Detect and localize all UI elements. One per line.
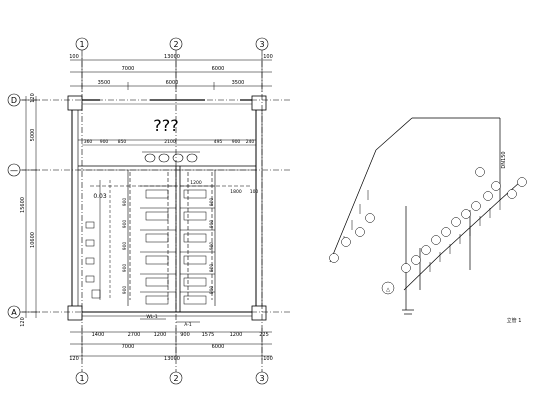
dim-int-2: 900 bbox=[100, 139, 109, 145]
building-walls bbox=[67, 95, 267, 321]
fixture-row-top bbox=[142, 151, 200, 163]
stalls-left bbox=[140, 185, 176, 305]
dim-int-5: 495 bbox=[214, 139, 223, 145]
stall-dim-3: 900 bbox=[122, 242, 128, 251]
stall-dim-1: 900 bbox=[122, 198, 128, 207]
stall-dim-8: 900 bbox=[209, 242, 215, 251]
dim-left-15600: 15600 bbox=[20, 197, 26, 213]
dim-bot-3: 1200 bbox=[154, 332, 167, 338]
axis-2-bottom: 2 bbox=[173, 374, 178, 383]
callout-a1: A-1 bbox=[184, 322, 192, 328]
dim-top-sub-3: 3500 bbox=[232, 80, 245, 86]
dim-bot-total: 13000 bbox=[164, 356, 180, 362]
dim-left-10600: 10600 bbox=[30, 232, 36, 248]
riser-legend: 立管 1 bbox=[507, 317, 522, 324]
axis-3-bottom: 3 bbox=[259, 374, 264, 383]
grid-bubble-labels: 1 2 3 1 2 3 D — A bbox=[10, 40, 265, 383]
axis-1-top: 1 bbox=[79, 40, 84, 49]
dim-bot-span-2: 6000 bbox=[212, 344, 225, 350]
dim-left-5000: 5000 bbox=[30, 129, 36, 142]
dim-top-sub-2: 6000 bbox=[166, 80, 179, 86]
axis-D: D bbox=[11, 96, 17, 105]
dim-bot-span-1: 7000 bbox=[122, 344, 135, 350]
dim-top-total: 13000 bbox=[164, 54, 180, 60]
dim-bot-end-right: 100 bbox=[263, 356, 273, 362]
riser-circle-label: △ bbox=[386, 287, 390, 293]
section-callouts bbox=[140, 318, 200, 323]
side-dim-1200: 1200 bbox=[190, 180, 202, 186]
left-dimension-lines bbox=[22, 96, 40, 318]
bottom-dimension-lines bbox=[70, 328, 272, 360]
top-dimension-lines bbox=[70, 56, 272, 92]
dim-left-small-bottom: 120 bbox=[20, 317, 26, 327]
dim-top-span-2: 6000 bbox=[212, 66, 225, 72]
axis-2-top: 2 bbox=[173, 40, 178, 49]
stall-dim-9: 900 bbox=[209, 264, 215, 273]
room-label: ??? bbox=[153, 116, 178, 135]
dim-left-small-top: 120 bbox=[30, 93, 36, 103]
dim-bot-end-left: 120 bbox=[69, 356, 79, 362]
dim-int-3: 850 bbox=[118, 139, 127, 145]
riser-top-label: DN150 bbox=[501, 151, 507, 168]
dim-top-end-right: 100 bbox=[263, 54, 273, 60]
drain-pipes bbox=[90, 172, 250, 300]
dim-top-sub-1: 3500 bbox=[98, 80, 111, 86]
riser-isometric bbox=[329, 117, 521, 315]
left-wall-fixtures bbox=[85, 180, 111, 300]
dim-int-1: 360 bbox=[84, 139, 93, 145]
stall-dim-7: 900 bbox=[209, 220, 215, 229]
axis-A: A bbox=[11, 308, 17, 317]
stall-dim-10: 900 bbox=[209, 286, 215, 295]
axis-3-top: 3 bbox=[259, 40, 264, 49]
dim-int-6: 900 bbox=[232, 139, 241, 145]
callout-wl1: WL-1 bbox=[146, 314, 158, 320]
dim-top-span-1: 7000 bbox=[122, 66, 135, 72]
dim-bot-5: 1575 bbox=[202, 332, 215, 338]
axis-1-bottom: 1 bbox=[79, 374, 84, 383]
dim-int-4: 2100 bbox=[164, 139, 176, 145]
dim-bot-2: 2700 bbox=[128, 332, 141, 338]
side-dim-1800: 1800 bbox=[230, 189, 242, 195]
dim-bot-4: 900 bbox=[180, 332, 190, 338]
dim-bot-6: 1200 bbox=[230, 332, 243, 338]
axis-mid: — bbox=[10, 166, 18, 175]
stalls-right bbox=[180, 185, 215, 305]
dim-bot-1: 1400 bbox=[92, 332, 105, 338]
dim-top-end-left: 100 bbox=[69, 54, 79, 60]
stall-dim-6: 900 bbox=[209, 198, 215, 207]
stall-dim-5: 900 bbox=[122, 286, 128, 295]
dim-bot-7: 225 bbox=[259, 332, 269, 338]
slope-mark: 0.03 bbox=[93, 193, 107, 200]
riser-fixture-circles bbox=[329, 167, 527, 295]
stall-dim-4: 900 bbox=[122, 264, 128, 273]
riser-branches bbox=[343, 190, 501, 272]
side-dim-100: 100 bbox=[250, 189, 259, 195]
stall-dim-2: 900 bbox=[122, 220, 128, 229]
dim-int-7: 240 bbox=[246, 139, 255, 145]
